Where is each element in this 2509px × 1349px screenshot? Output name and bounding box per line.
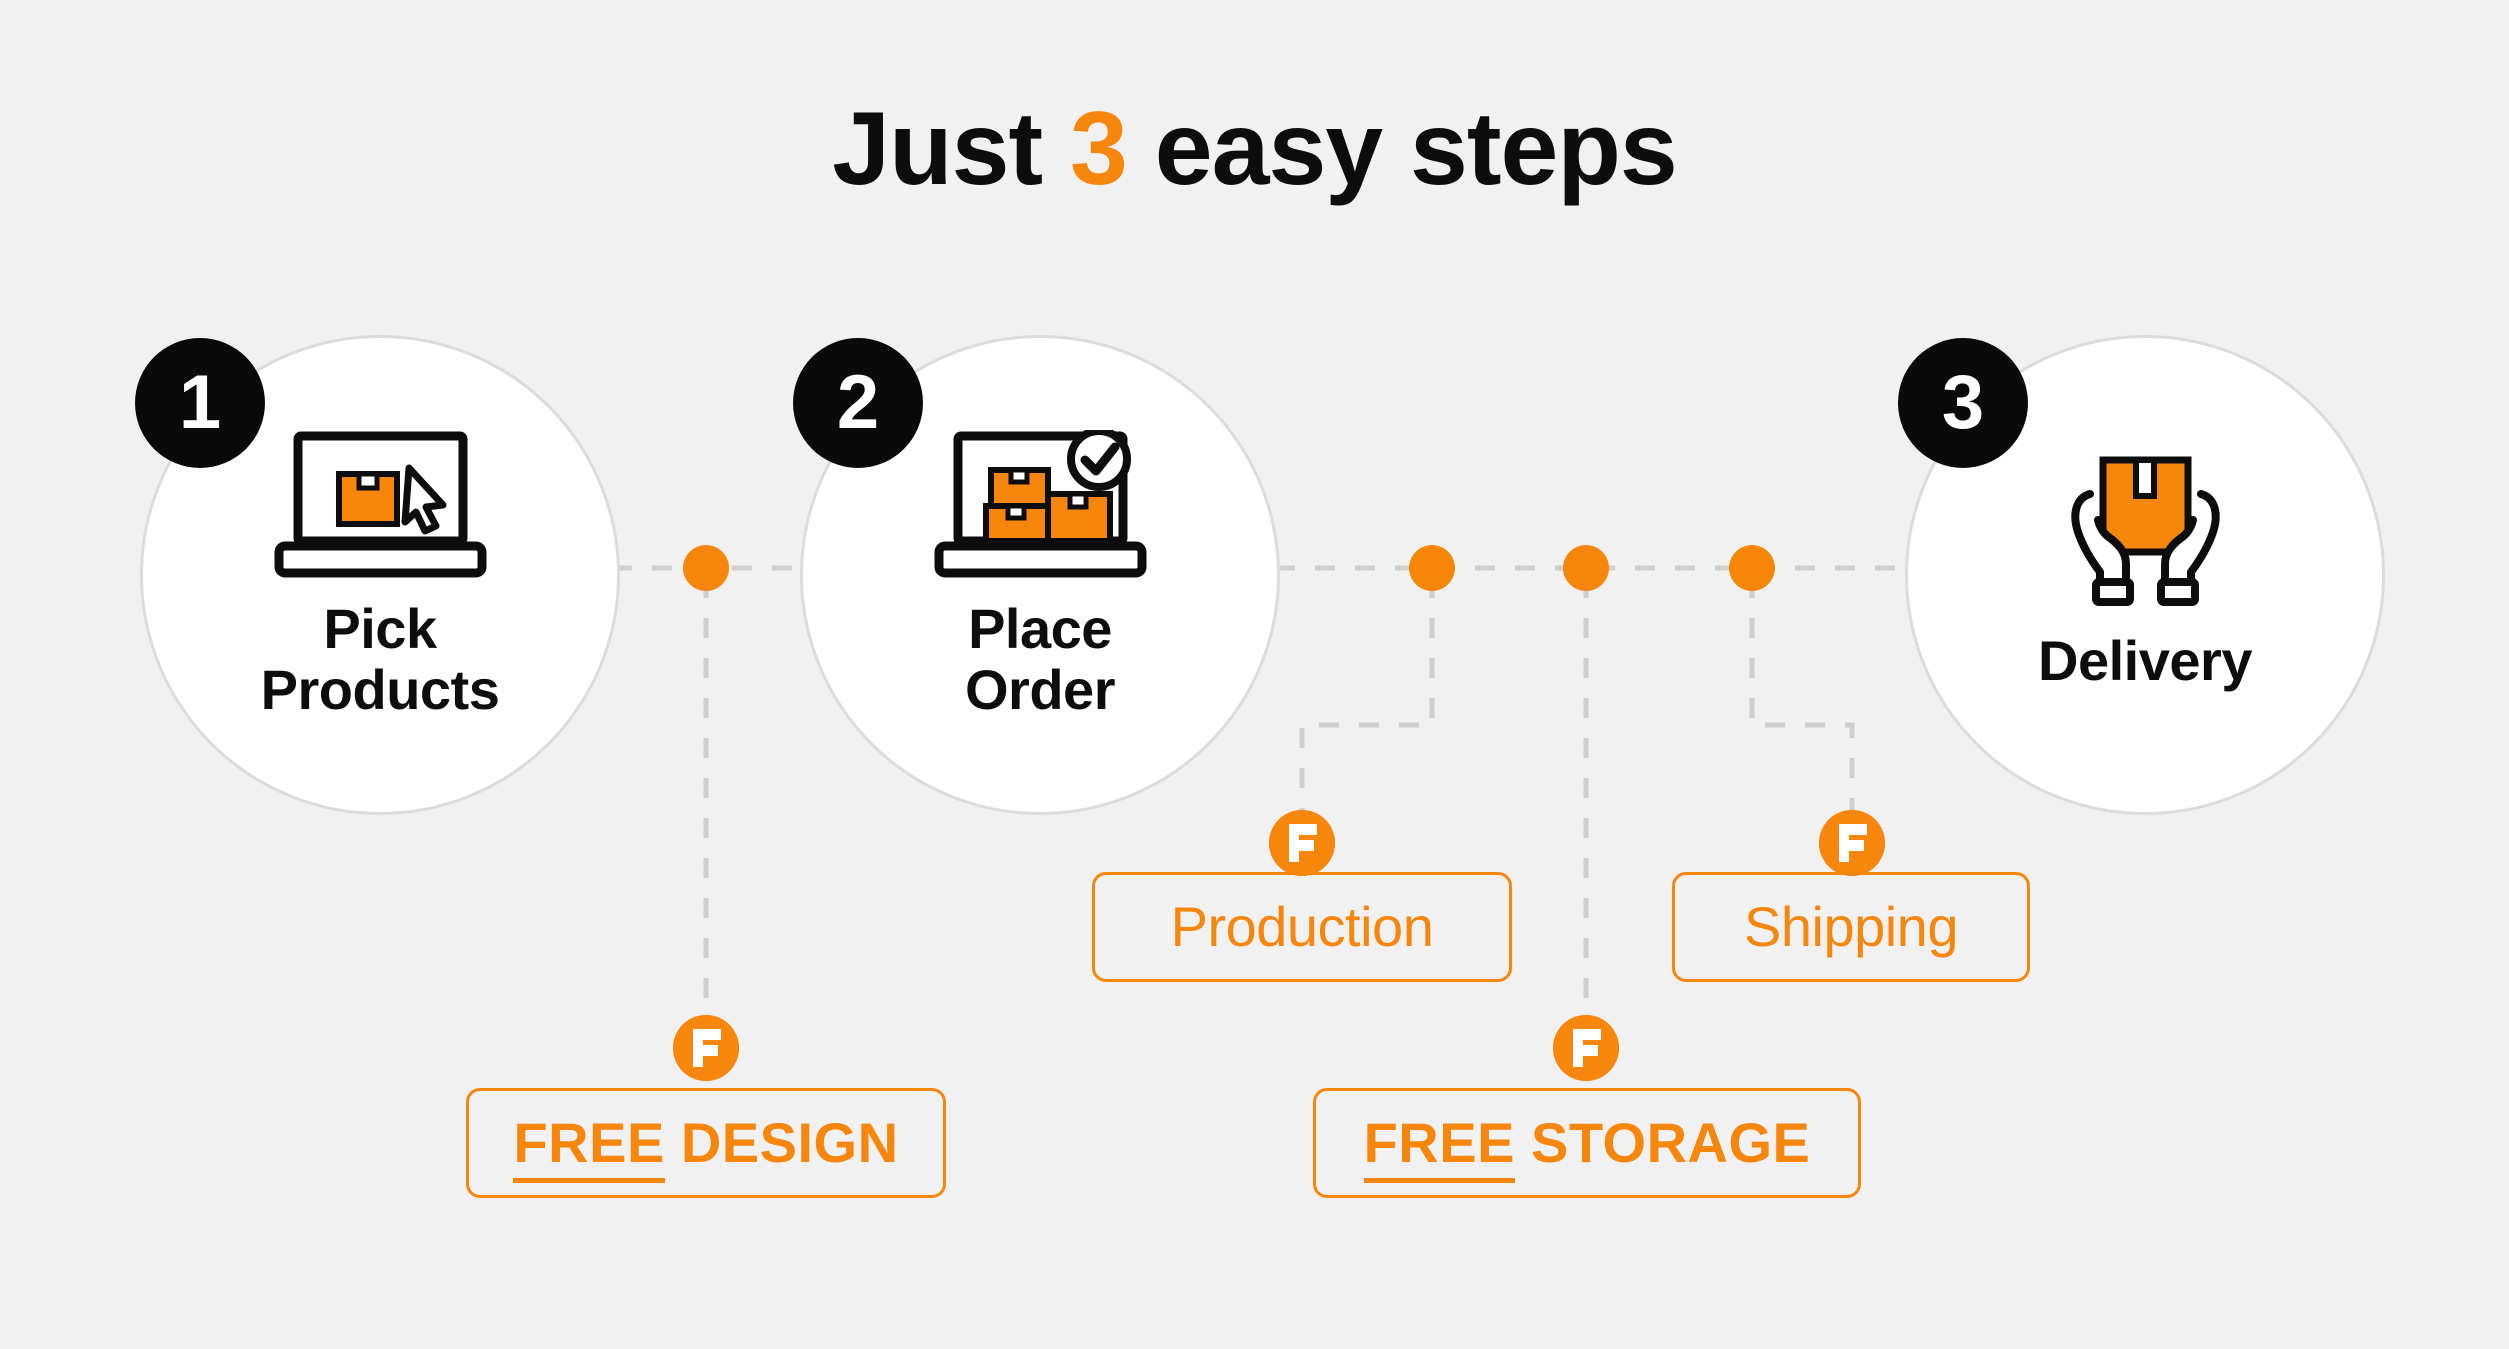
pill-production-text: Production <box>1171 899 1434 955</box>
pill-free-storage-underlined: FREE <box>1363 1111 1515 1183</box>
step-3-number-badge: 3 <box>1898 338 2028 468</box>
page-title: Just 3 easy steps <box>0 92 2509 206</box>
branch-production <box>1299 578 1435 843</box>
title-before: Just <box>832 91 1071 207</box>
pill-free-storage-rest: STORAGE <box>1514 1111 1811 1174</box>
f-logo-icon-shipping <box>1819 810 1885 876</box>
step-3-number: 3 <box>1941 360 1985 445</box>
step-1-number-badge: 1 <box>135 338 265 468</box>
f-logo-icon-production <box>1269 810 1335 876</box>
pill-free-design-rest: DESIGN <box>664 1111 899 1174</box>
title-accent-number: 3 <box>1070 91 1128 207</box>
step-2-label: Place Order <box>965 597 1116 721</box>
step-1-content: Pick Products <box>143 338 617 812</box>
step-3-label: Delivery <box>2038 629 2252 693</box>
rail-dot-1 <box>683 545 729 591</box>
rail-dot-2 <box>1409 545 1455 591</box>
pill-free-design-text: FREE DESIGN <box>513 1111 898 1183</box>
pill-free-design-underlined: FREE <box>513 1111 665 1183</box>
rail-dot-3 <box>1563 545 1609 591</box>
hands-holding-box-icon <box>2048 452 2243 617</box>
pill-shipping-text: Shipping <box>1744 899 1958 955</box>
step-2-number-badge: 2 <box>793 338 923 468</box>
branch-shipping <box>1749 578 1855 843</box>
pill-free-storage[interactable]: FREE STORAGE <box>1313 1088 1861 1198</box>
f-logo-icon-free-storage <box>1553 1015 1619 1081</box>
step-2-number: 2 <box>836 360 880 445</box>
laptop-boxes-check-icon <box>933 427 1148 585</box>
f-logo-icon-free-design <box>673 1015 739 1081</box>
laptop-box-cursor-icon <box>273 430 488 585</box>
rail-dot-4 <box>1729 545 1775 591</box>
step-1-number: 1 <box>178 360 222 445</box>
step-2-content: Place Order <box>803 338 1277 812</box>
pill-shipping[interactable]: Shipping <box>1672 872 2030 982</box>
step-3-content: Delivery <box>1908 338 2382 812</box>
pill-shipping-rest: Shipping <box>1744 895 1958 958</box>
pill-production-rest: Production <box>1170 895 1434 958</box>
title-after: easy steps <box>1126 91 1678 207</box>
step-1-label: Pick Products <box>260 597 500 721</box>
pill-production[interactable]: Production <box>1092 872 1512 982</box>
pill-free-storage-text: FREE STORAGE <box>1363 1111 1811 1183</box>
pill-free-design[interactable]: FREE DESIGN <box>466 1088 946 1198</box>
